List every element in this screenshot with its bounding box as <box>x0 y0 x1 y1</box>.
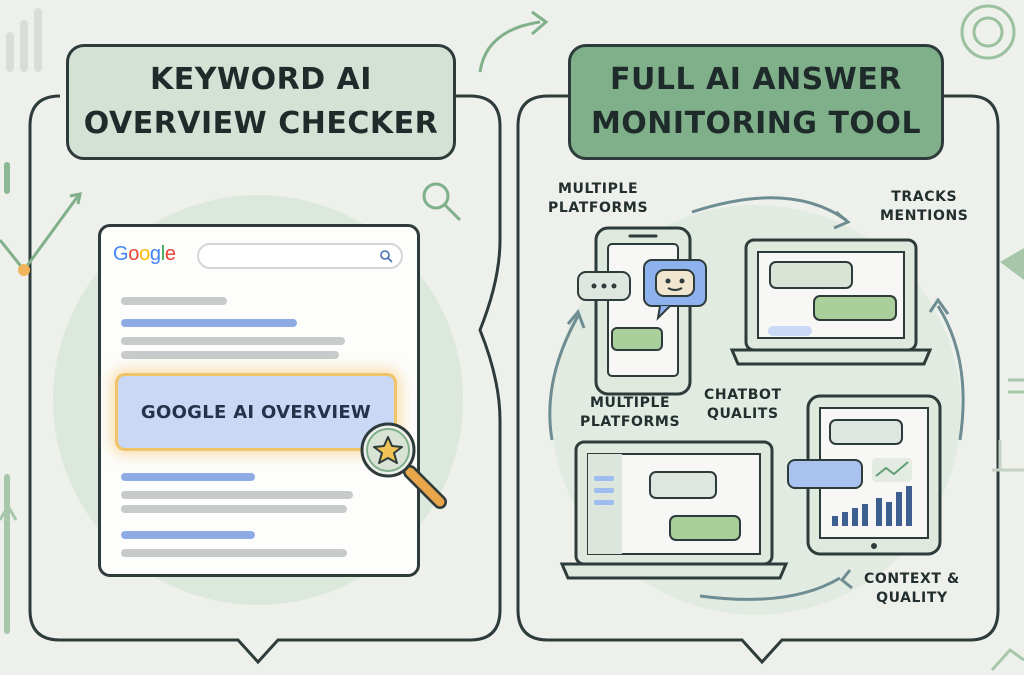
google-logo-g1: G <box>113 243 129 265</box>
chat-bubble-icon <box>787 459 863 489</box>
label-multiple-platforms-mid: MULTIPLE PLATFORMS <box>580 394 680 432</box>
label-line: CONTEXT & <box>864 571 960 587</box>
google-logo-o2: o <box>139 243 150 265</box>
label-context-quality: CONTEXT & QUALITY <box>864 570 960 608</box>
google-logo-l: l <box>160 243 165 265</box>
search-icon <box>380 250 393 263</box>
laptop-icon <box>559 440 789 580</box>
label-line: MULTIPLE <box>557 181 639 197</box>
label-line: QUALITY <box>876 590 948 606</box>
result-line <box>121 297 227 305</box>
label-line: PLATFORMS <box>580 414 681 430</box>
left-title-line1: KEYWORD AI <box>150 62 372 97</box>
label-line: MULTIPLE <box>589 395 671 411</box>
google-logo-e: e <box>164 243 176 265</box>
google-logo-o1: o <box>128 243 140 265</box>
result-line <box>121 337 345 345</box>
google-search-window: Google GOOGLE AI OVERVIEW <box>98 224 420 577</box>
target-icon <box>960 4 1016 60</box>
trend-point <box>18 264 30 276</box>
ai-overview-label: GOOGLE AI OVERVIEW <box>140 401 372 423</box>
right-title-line1: FULL AI ANSWER <box>610 62 902 97</box>
search-icon <box>422 182 462 222</box>
bar-graph-icon <box>6 8 42 72</box>
google-search-input[interactable] <box>197 243 403 269</box>
result-link[interactable] <box>121 531 255 539</box>
cycle-arrows <box>548 196 965 601</box>
left-speech-panel <box>28 94 502 665</box>
ai-overview-box[interactable]: GOOGLE AI OVERVIEW <box>115 373 397 451</box>
right-edge-triangle <box>1000 248 1024 280</box>
monitoring-illustration <box>548 196 965 601</box>
chat-bubble-icon <box>577 271 631 301</box>
right-title: FULL AI ANSWER MONITORING TOOL <box>568 44 944 160</box>
phone-icon <box>594 226 692 396</box>
label-line: QUALITS <box>706 406 779 422</box>
result-line <box>121 491 353 499</box>
label-line: PLATFORMS <box>548 200 649 216</box>
right-title-line2: MONITORING TOOL <box>590 106 922 141</box>
star-magnifier-icon <box>360 422 447 509</box>
laptop-icon <box>729 238 933 366</box>
left-title: KEYWORD AI OVERVIEW CHECKER <box>66 44 456 160</box>
result-line <box>121 351 339 359</box>
right-edge-lines <box>1008 378 1024 394</box>
robot-icon <box>643 259 707 321</box>
result-link[interactable] <box>121 319 297 327</box>
label-tracks-mentions: TRACKS MENTIONS <box>880 188 968 226</box>
google-logo-g2: g <box>149 243 161 265</box>
label-line: MENTIONS <box>880 208 969 224</box>
result-line <box>121 505 347 513</box>
left-title-line2: OVERVIEW CHECKER <box>83 106 439 141</box>
label-multiple-platforms-top: MULTIPLE PLATFORMS <box>548 180 648 218</box>
label-line: CHATBOT <box>704 387 782 403</box>
top-arrow-icon <box>478 20 541 73</box>
label-line: TRACKS <box>891 189 958 205</box>
google-logo: Google <box>113 243 176 266</box>
result-line <box>121 549 347 557</box>
result-link[interactable] <box>121 473 255 481</box>
right-speech-panel <box>516 94 1000 665</box>
chart-icon <box>832 458 912 526</box>
label-chatbot-qualits: CHATBOT QUALITS <box>704 386 782 424</box>
trend-line-icon <box>0 195 80 273</box>
left-edge-tick <box>4 162 10 194</box>
